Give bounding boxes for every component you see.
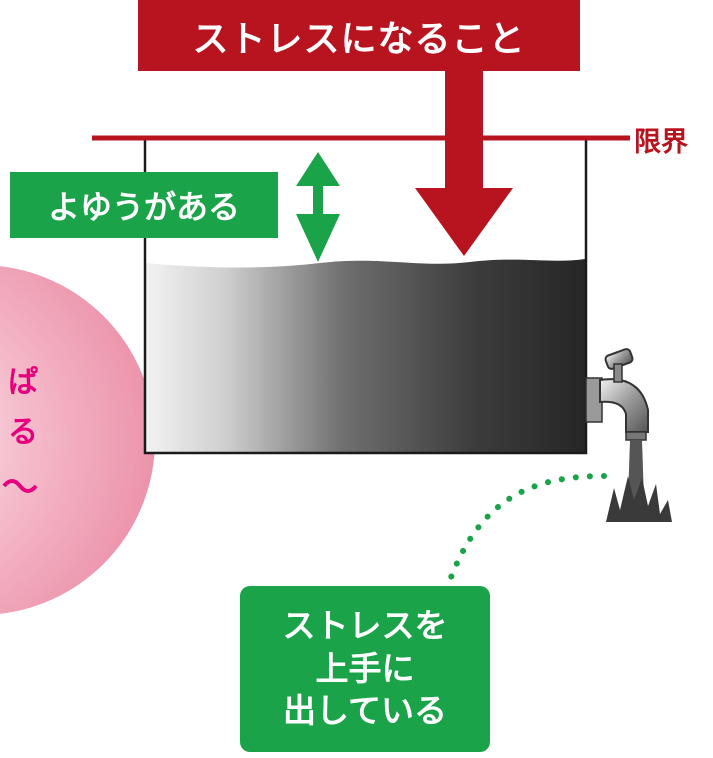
release-line-3: 出している bbox=[282, 691, 447, 731]
dotted-connector bbox=[447, 473, 607, 583]
svg-text:る: る bbox=[8, 415, 38, 450]
stress-title-box: ストレスになること bbox=[138, 0, 580, 71]
release-line-1: ストレスを bbox=[282, 605, 448, 645]
limit-label: 限界 bbox=[634, 127, 688, 158]
faucet-icon bbox=[585, 348, 672, 522]
tank-water bbox=[146, 259, 585, 452]
down-arrow bbox=[415, 70, 513, 256]
svg-text:ぱ: ぱ bbox=[8, 365, 38, 400]
pink-bubble-decoration: ぱ る bbox=[0, 266, 155, 614]
double-arrow bbox=[296, 152, 340, 262]
tank bbox=[143, 138, 588, 455]
release-label-box: ストレスを 上手に 出している bbox=[240, 586, 490, 752]
margin-label-box: よゆうがある bbox=[10, 172, 278, 238]
release-line-2: 上手に bbox=[315, 648, 415, 688]
